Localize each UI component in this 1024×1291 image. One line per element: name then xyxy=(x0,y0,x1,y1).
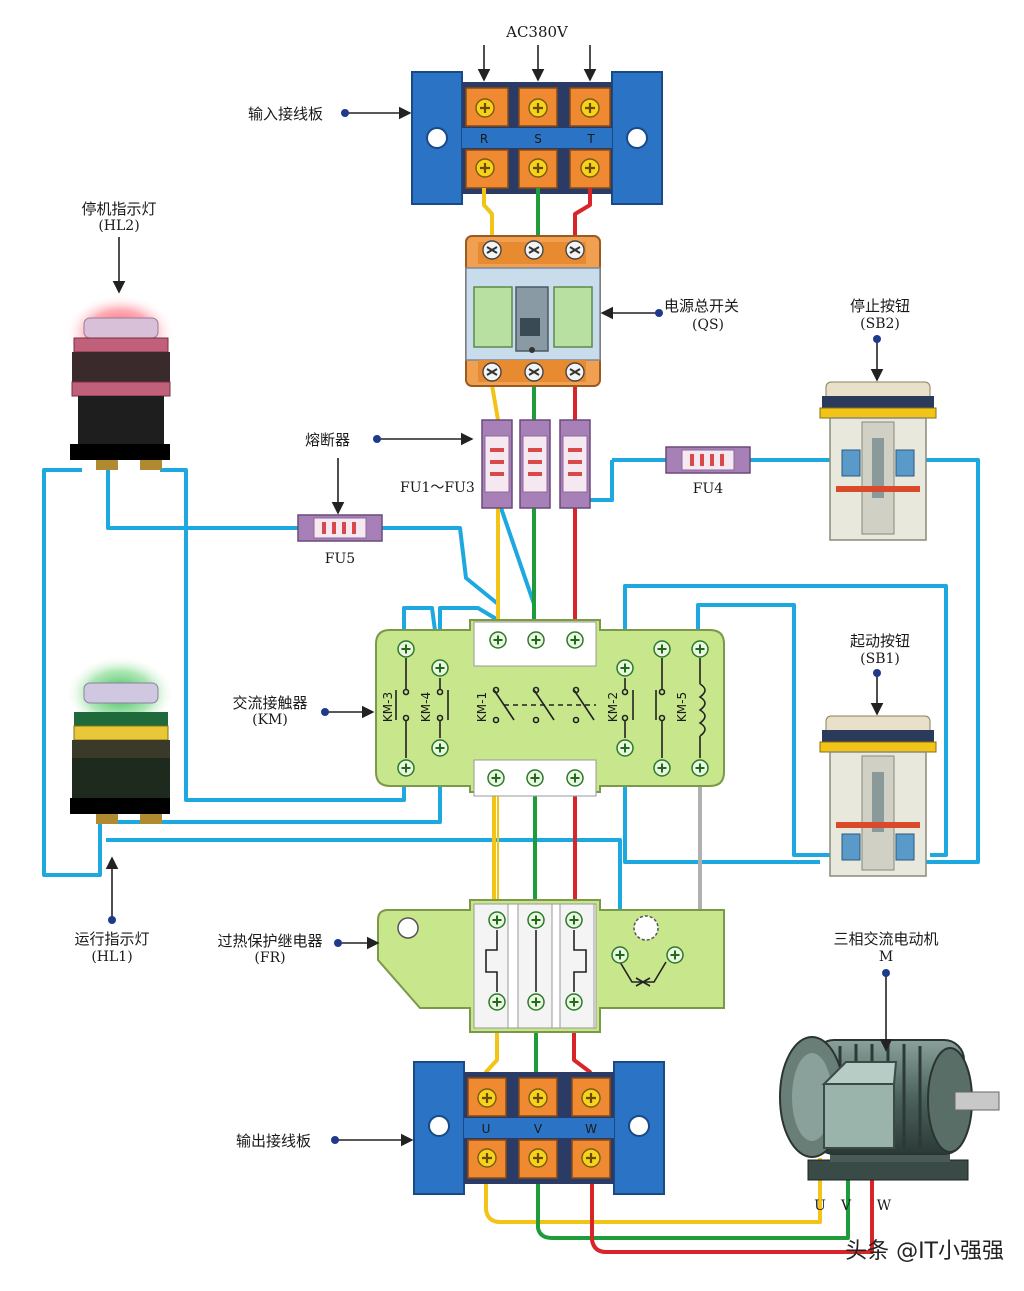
fuse5-code: FU5 xyxy=(325,551,355,567)
switch-screw-icon xyxy=(482,362,502,382)
output-screw-icon xyxy=(580,1087,602,1109)
contactor-label: 交流接触器 xyxy=(232,694,307,712)
start-button-code: (SB1) xyxy=(860,651,900,667)
input-screw-icon xyxy=(474,97,496,119)
motor-terminal-u: U xyxy=(814,1198,826,1214)
contactor-screw-icon xyxy=(616,739,634,757)
run-lamp-code: (HL1) xyxy=(91,949,132,965)
switch-screw-icon xyxy=(565,240,585,260)
label-pointers xyxy=(105,106,893,1147)
stop-button-label: 停止按钮 xyxy=(850,297,910,315)
thermal-overload-relay xyxy=(377,899,725,1033)
input-terminal-board: R S T xyxy=(411,71,663,205)
watermark: 头条 @IT小强强 xyxy=(845,1239,1004,1264)
switch-screw-icon xyxy=(482,240,502,260)
output-terminal-board: U V W xyxy=(413,1061,665,1195)
contactor-screw-icon xyxy=(527,631,545,649)
output-screw-icon xyxy=(527,1087,549,1109)
contact-km4-label: KM-4 xyxy=(419,692,433,722)
motor-code: M xyxy=(879,949,893,965)
output-screw-icon xyxy=(580,1147,602,1169)
start-button xyxy=(819,715,937,877)
contactor-screw-icon xyxy=(487,769,505,787)
output-terminal-u: U xyxy=(482,1122,491,1136)
run-indicator-lamp xyxy=(65,648,175,824)
input-terminal-s: S xyxy=(534,132,542,146)
stop-button xyxy=(819,381,937,541)
three-phase-motor xyxy=(779,1036,1000,1181)
supply-arrows xyxy=(477,45,597,82)
fuses-fu1-fu3 xyxy=(481,419,591,509)
contactor-screw-icon xyxy=(566,631,584,649)
contactor-screw-icon xyxy=(691,640,709,658)
contactor-screw-icon xyxy=(691,759,709,777)
input-terminal-t: T xyxy=(586,132,595,146)
stop-lamp-code: (HL2) xyxy=(98,218,139,234)
input-screw-icon xyxy=(527,97,549,119)
contactor-screw-icon xyxy=(566,769,584,787)
input-screw-icon xyxy=(579,157,601,179)
switch-screw-icon xyxy=(565,362,585,382)
contact-km1-label: KM-1 xyxy=(475,692,489,722)
main-switch xyxy=(465,235,601,387)
contactor-screw-icon xyxy=(653,640,671,658)
input-screw-icon xyxy=(579,97,601,119)
motor-label: 三相交流电动机 xyxy=(833,930,938,948)
relay-screw-icon xyxy=(666,946,684,964)
relay-screw-icon xyxy=(527,911,545,929)
output-terminal-w: W xyxy=(585,1122,597,1136)
input-terminal-r: R xyxy=(480,132,488,146)
thermal-relay-code: (FR) xyxy=(254,950,285,966)
contactor-screw-icon xyxy=(397,640,415,658)
output-screw-icon xyxy=(476,1087,498,1109)
stop-indicator-lamp xyxy=(65,287,175,470)
motor-terminal-w: W xyxy=(877,1198,892,1214)
output-screw-icon xyxy=(527,1147,549,1169)
relay-screw-icon xyxy=(611,946,629,964)
input-board-label: 输入接线板 xyxy=(248,105,323,123)
adjust-dial-icon xyxy=(633,915,659,941)
contactor-screw-icon xyxy=(489,631,507,649)
start-button-label: 起动按钮 xyxy=(850,632,910,650)
main-switch-code: (QS) xyxy=(692,317,724,333)
fuse-label: 熔断器 xyxy=(305,431,350,449)
contact-km3-label: KM-3 xyxy=(381,692,395,722)
fuse-main-code: FU1～FU3 xyxy=(400,480,475,496)
contactor-screw-icon xyxy=(397,759,415,777)
switch-screw-icon xyxy=(524,240,544,260)
relay-screw-icon xyxy=(488,993,506,1011)
fuse-fu4 xyxy=(665,446,751,474)
output-terminal-v: V xyxy=(534,1122,543,1136)
switch-screw-icon xyxy=(524,362,544,382)
stop-lamp-label: 停机指示灯 xyxy=(81,200,156,218)
relay-screw-icon xyxy=(527,993,545,1011)
contact-km2-label: KM-2 xyxy=(606,692,620,722)
contactor-screw-icon xyxy=(616,659,634,677)
thermal-relay-label: 过热保护继电器 xyxy=(217,932,322,950)
stop-button-code: (SB2) xyxy=(860,316,900,332)
output-board-label: 输出接线板 xyxy=(236,1132,311,1150)
relay-screw-icon xyxy=(565,993,583,1011)
contact-km5-label: KM-5 xyxy=(675,692,689,722)
contactor-screw-icon xyxy=(431,739,449,757)
contactor-screw-icon xyxy=(653,759,671,777)
contactor-code: (KM) xyxy=(252,712,288,728)
input-screw-icon xyxy=(527,157,549,179)
main-switch-label: 电源总开关 xyxy=(664,297,739,315)
ac-contactor: KM-3 KM-4 KM-1 KM-2 KM-5 xyxy=(375,619,725,797)
supply-voltage: AC380V xyxy=(505,23,569,41)
relay-screw-icon xyxy=(488,911,506,929)
input-screw-icon xyxy=(474,157,496,179)
motor-terminal-v: V xyxy=(840,1198,852,1214)
fuse4-code: FU4 xyxy=(693,481,724,497)
fuse-fu5 xyxy=(297,514,383,542)
run-lamp-label: 运行指示灯 xyxy=(74,930,149,948)
contactor-screw-icon xyxy=(526,769,544,787)
relay-screw-icon xyxy=(565,911,583,929)
contactor-screw-icon xyxy=(431,659,449,677)
output-screw-icon xyxy=(476,1147,498,1169)
